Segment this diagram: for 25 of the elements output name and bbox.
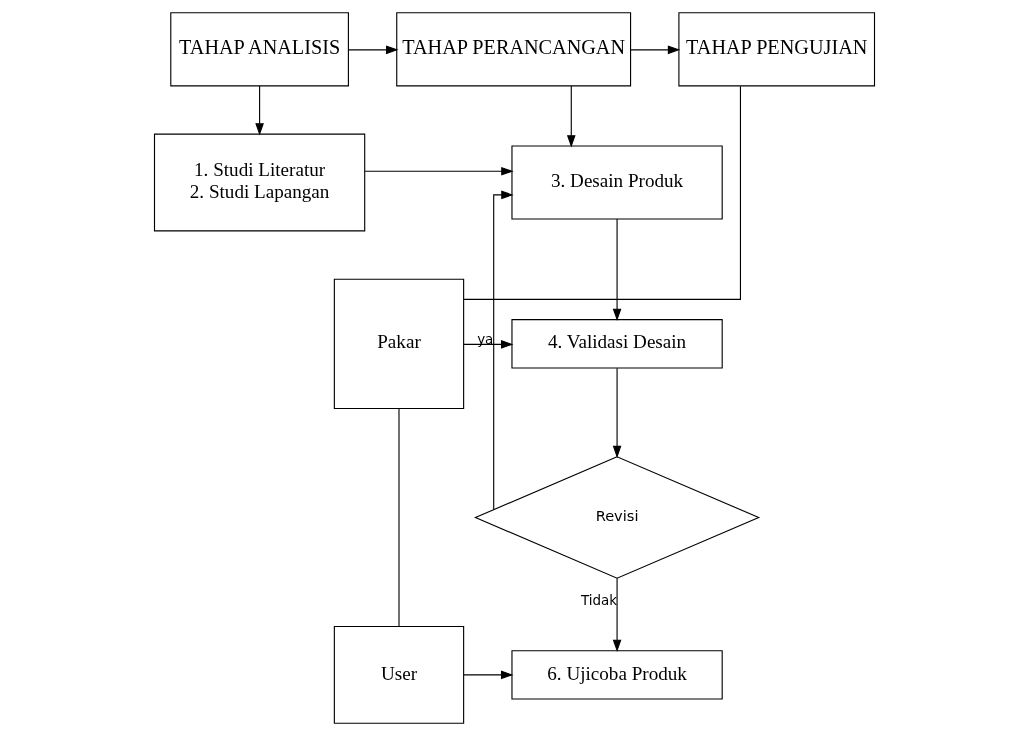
node-box: TAHAP PERANCANGAN	[396, 12, 632, 87]
arrow	[612, 577, 622, 653]
arrow	[347, 45, 399, 55]
node-box: 3. Desain Produk	[511, 145, 723, 220]
arrow	[463, 670, 514, 680]
arrow	[364, 166, 514, 176]
arrow	[493, 190, 514, 511]
arrow	[463, 340, 514, 349]
connector	[398, 408, 400, 627]
node-box: 4. Validasi Desain	[511, 319, 723, 369]
connector	[463, 85, 741, 300]
node-box: 6. Ujicoba Produk	[511, 650, 723, 700]
node-box: TAHAP PENGUJIAN	[678, 12, 876, 87]
node-box: User	[333, 626, 465, 724]
node-diamond: Revisi	[474, 456, 761, 579]
arrow	[630, 45, 681, 55]
edge-label: ya	[477, 331, 494, 348]
node-box: Pakar	[333, 278, 465, 410]
node-box: TAHAP ANALISIS	[170, 12, 349, 87]
arrow	[612, 218, 622, 322]
arrow	[612, 367, 622, 459]
edge-label: Tidak	[581, 592, 618, 609]
node-box: 1. Studi Literatur 2. Studi Lapangan	[153, 133, 366, 232]
arrow	[566, 85, 576, 148]
arrow	[255, 85, 264, 136]
